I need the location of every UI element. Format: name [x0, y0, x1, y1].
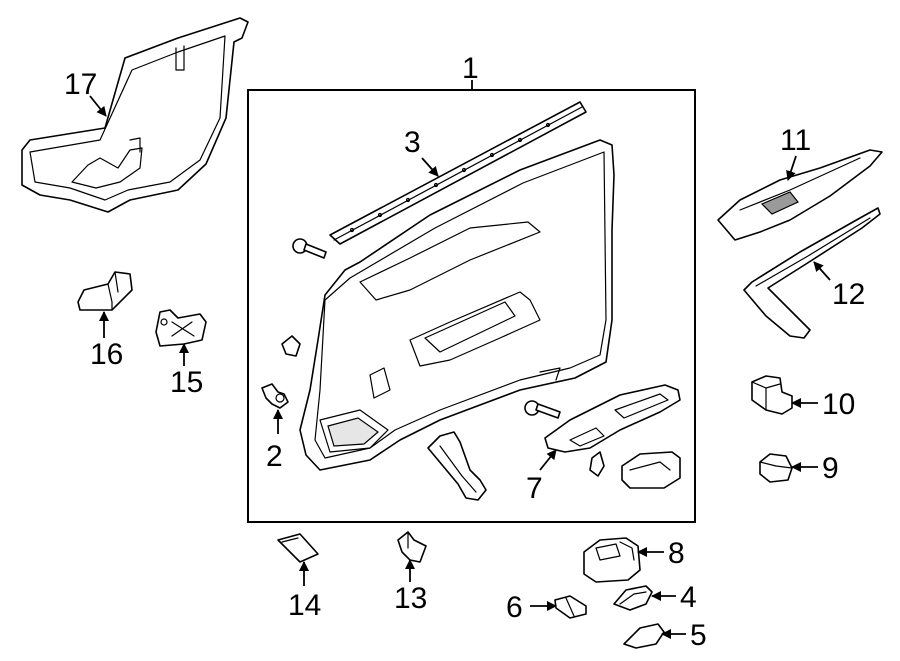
garnish-12 — [743, 207, 881, 339]
switch-housing — [621, 451, 681, 489]
clip-15 — [155, 309, 207, 347]
callout-5: 5 — [690, 619, 707, 652]
cap-14 — [277, 533, 319, 563]
callout-6: 6 — [506, 591, 523, 624]
armrest-bracket — [427, 431, 487, 501]
callout-16: 16 — [90, 338, 123, 371]
screw-upper — [292, 238, 327, 259]
cover-4 — [613, 585, 653, 611]
callout-11: 11 — [780, 124, 811, 157]
clip-13 — [397, 531, 427, 563]
switch-9 — [759, 453, 793, 483]
switch-10 — [751, 375, 793, 415]
bracket-16 — [77, 271, 133, 311]
callout-8: 8 — [668, 537, 685, 570]
switch-8 — [583, 537, 641, 583]
screw-small — [589, 451, 605, 477]
callout-2: 2 — [266, 440, 283, 473]
garnish-11 — [717, 149, 883, 241]
callout-4: 4 — [680, 581, 697, 614]
screw-7 — [524, 400, 561, 419]
weatherstrip-3 — [329, 101, 587, 245]
callout-15: 15 — [170, 366, 203, 399]
callout-14: 14 — [288, 589, 321, 622]
cover-5 — [623, 623, 665, 649]
callout-13: 13 — [394, 582, 427, 615]
callout-1: 1 — [462, 52, 479, 85]
callout-17: 17 — [64, 68, 97, 101]
water-shield-17 — [21, 17, 249, 213]
clip-left — [281, 335, 301, 357]
switch-panel-7 — [544, 384, 681, 453]
callout-3: 3 — [404, 126, 421, 159]
fastener-2 — [261, 383, 289, 409]
door-trim-panel — [299, 139, 615, 471]
leader-lines — [89, 95, 831, 639]
callout-12: 12 — [832, 278, 865, 311]
callout-9: 9 — [822, 452, 839, 485]
callout-7: 7 — [526, 472, 543, 505]
bulb-6 — [554, 595, 587, 619]
callout-10: 10 — [822, 388, 855, 421]
